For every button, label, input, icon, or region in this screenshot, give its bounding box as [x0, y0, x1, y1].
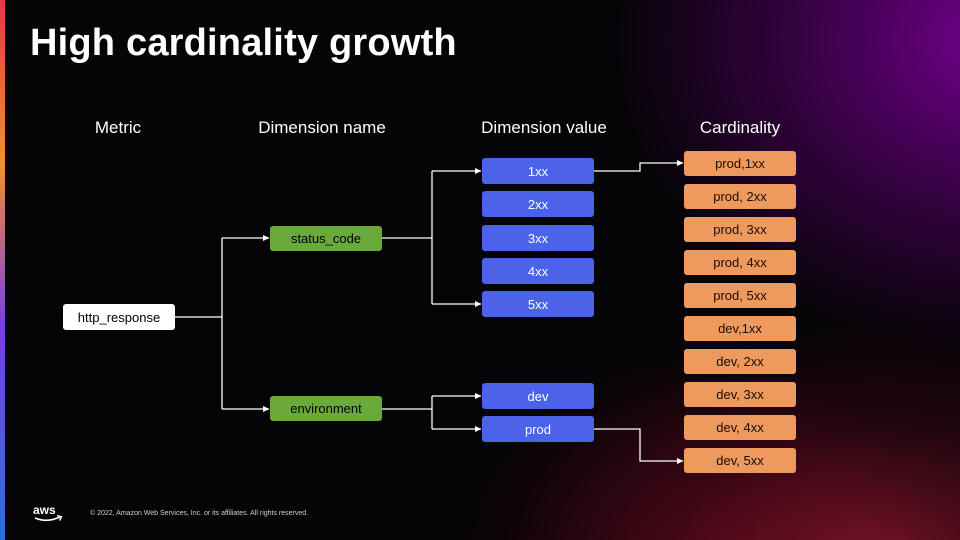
dimension-value-3xx: 3xx — [482, 225, 594, 251]
aws-logo-text: aws — [33, 503, 56, 517]
dimension-value-4xx: 4xx — [482, 258, 594, 284]
column-header-dimension-name: Dimension name — [258, 118, 386, 137]
cardinality-item: prod, 5xx — [684, 283, 796, 308]
dimension-value-dev: dev — [482, 383, 594, 409]
dimension-value-1xx: 1xx — [482, 158, 594, 184]
cardinality-item: prod, 2xx — [684, 184, 796, 209]
connector-prod-to-dev-5xx — [594, 428, 684, 464]
column-header-dimension-value: Dimension value — [481, 118, 607, 137]
cardinality-item: dev, 4xx — [684, 415, 796, 440]
cardinality-item: dev, 3xx — [684, 382, 796, 407]
dimension-value-prod: prod — [482, 416, 594, 442]
dimension-value-5xx: 5xx — [482, 291, 594, 317]
connector-1xx-to-prod-1xx — [594, 160, 684, 172]
cardinality-item: prod, 4xx — [684, 250, 796, 275]
connector-environment-trunk — [382, 396, 433, 429]
cardinality-item: dev, 2xx — [684, 349, 796, 374]
slide-title: High cardinality growth — [30, 22, 457, 64]
cardinality-item: dev, 5xx — [684, 448, 796, 473]
dimension-name-environment: environment — [270, 396, 382, 421]
aws-logo: aws — [33, 503, 63, 522]
column-header-cardinality: Cardinality — [699, 118, 781, 137]
cardinality-item: prod, 3xx — [684, 217, 796, 242]
cardinality-item: dev,1xx — [684, 316, 796, 341]
dimension-name-status-code: status_code — [270, 226, 382, 251]
connector-metric-trunk — [175, 238, 223, 409]
column-header-metric: Metric — [94, 118, 142, 137]
cardinality-item: prod,1xx — [684, 151, 796, 176]
metric-box: http_response — [63, 304, 175, 330]
copyright-notice: © 2022, Amazon Web Services, Inc. or its… — [90, 510, 309, 517]
accent-bar — [0, 0, 5, 540]
dimension-value-2xx: 2xx — [482, 191, 594, 217]
connector-status-code-trunk — [382, 171, 433, 304]
